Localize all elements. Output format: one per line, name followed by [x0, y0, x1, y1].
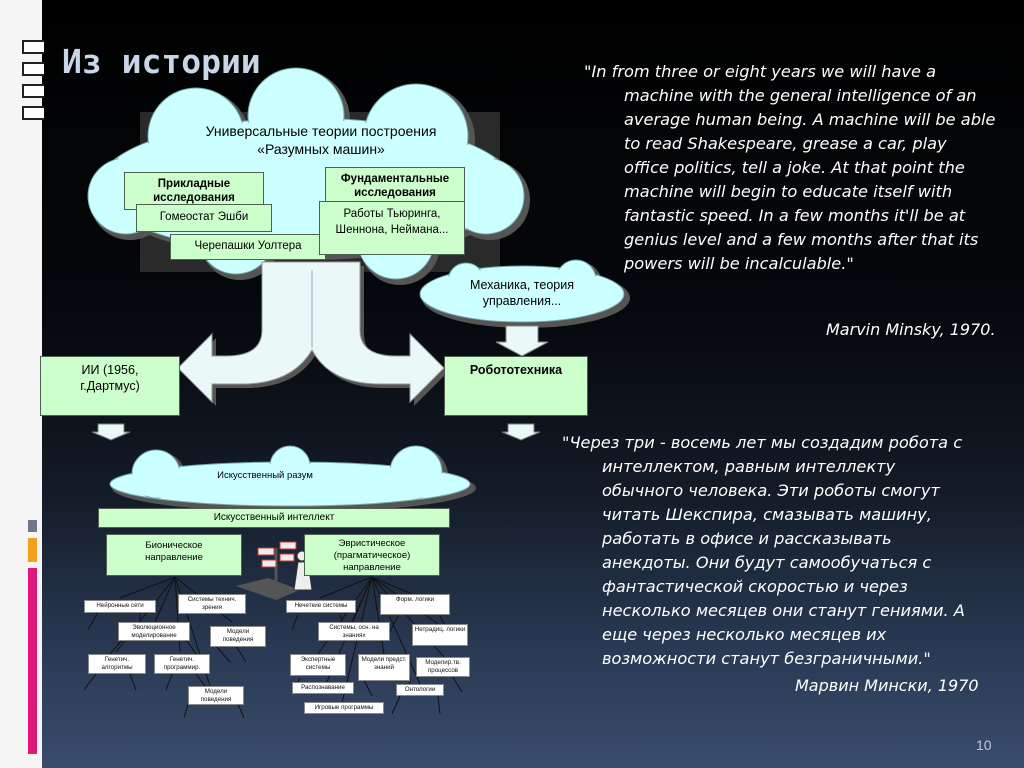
quote-english: "In from three or eight years we will ha… — [584, 60, 996, 276]
mechanics-cloud-label: Механика, теория управления... — [469, 278, 574, 308]
quote-english-author: Marvin Minsky, 1970. — [826, 320, 996, 339]
leaf-genetic-algorithms: Генетич. алгоритмы — [88, 654, 146, 674]
quote-russian-text: "Через три - восемь лет мы создадим робо… — [562, 433, 965, 668]
ai-1956-box: ИИ (1956, г.Дартмус) — [40, 356, 180, 416]
quote-russian: "Через три - восемь лет мы создадим робо… — [562, 431, 972, 671]
leaf-evolution-modeling: Эволюционное моделирование — [118, 622, 190, 641]
leaf-formal-logic: Форм. логики — [380, 594, 450, 615]
leaf-nontraditional-logic: Нетрадиц. логики — [412, 624, 468, 646]
heuristic-label: Эвристическое (прагматическое) направлен… — [333, 538, 411, 573]
slide-title: Из истории — [62, 42, 261, 81]
decor-strip-gray — [28, 520, 37, 532]
leaf-knowledge-models: Модели предст. знаний — [358, 654, 410, 681]
quote-english-text: "In from three or eight years we will ha… — [584, 62, 996, 273]
applied-research-label: Прикладные исследования — [153, 178, 235, 204]
heuristic-box: Эвристическое (прагматическое) направлен… — [304, 534, 440, 576]
leaf-ontologies: Онтологии — [396, 684, 444, 696]
decor-strip-orange — [28, 538, 37, 562]
leaf-recognition: Распознавание — [292, 682, 354, 694]
leaf-genetic-programming: Генетич. программир. — [154, 654, 210, 674]
decor-bracket-lines — [22, 20, 44, 130]
robotics-box: Робототехника — [444, 356, 588, 416]
turtles-box: Черепашки Уолтера — [170, 234, 326, 260]
bionic-label: Бионическое направление — [145, 540, 203, 563]
leaf-fuzzy-systems: Нечеткие системы — [286, 600, 356, 613]
leaf-neural-networks: Нейронные сети — [84, 600, 156, 613]
decor-strip-magenta — [28, 568, 37, 754]
slide-number: 10 — [976, 737, 992, 753]
works-box: Работы Тьюринга, Шеннона, Неймана... — [319, 201, 465, 255]
leaf-behavior-models-2: Модели поведения — [188, 686, 244, 705]
leaf-process-models: Моделир.тв. процессов — [416, 657, 470, 677]
robotics-label: Робототехника — [469, 363, 563, 377]
cloud-title: Универсальные теории построения «Разумны… — [205, 123, 437, 157]
quote-russian-author: Марвин Мински, 1970 — [795, 676, 979, 695]
artificial-mind-label: Искусственный разум — [217, 470, 313, 481]
leaf-vision-systems: Системы технич. зрения — [178, 594, 246, 614]
turtles-label: Черепашки Уолтера — [194, 240, 302, 252]
leaf-game-programs: Игровые программы — [304, 702, 384, 714]
bionic-box: Бионическое направление — [106, 534, 242, 576]
ai-bar: Искусственный интеллект — [98, 508, 450, 528]
left-decor-bar — [0, 0, 42, 768]
fundamental-research-label: Фундаментальные исследования — [340, 173, 450, 199]
works-label: Работы Тьюринга, Шеннона, Неймана... — [335, 208, 449, 236]
leaf-expert-systems: Экспертные системы — [290, 654, 346, 676]
ai-bar-label: Искусственный интеллект — [213, 512, 335, 523]
homeostat-label: Гомеостат Эшби — [159, 211, 249, 223]
leaf-behavior-models: Модели поведения — [210, 626, 266, 647]
fundamental-research-box: Фундаментальные исследования — [325, 167, 465, 205]
leaf-knowledge-systems: Системы, осн. на знаниях — [318, 622, 390, 641]
ai-1956-label: ИИ (1956, г.Дартмус) — [80, 363, 140, 393]
homeostat-box: Гомеостат Эшби — [136, 204, 272, 232]
